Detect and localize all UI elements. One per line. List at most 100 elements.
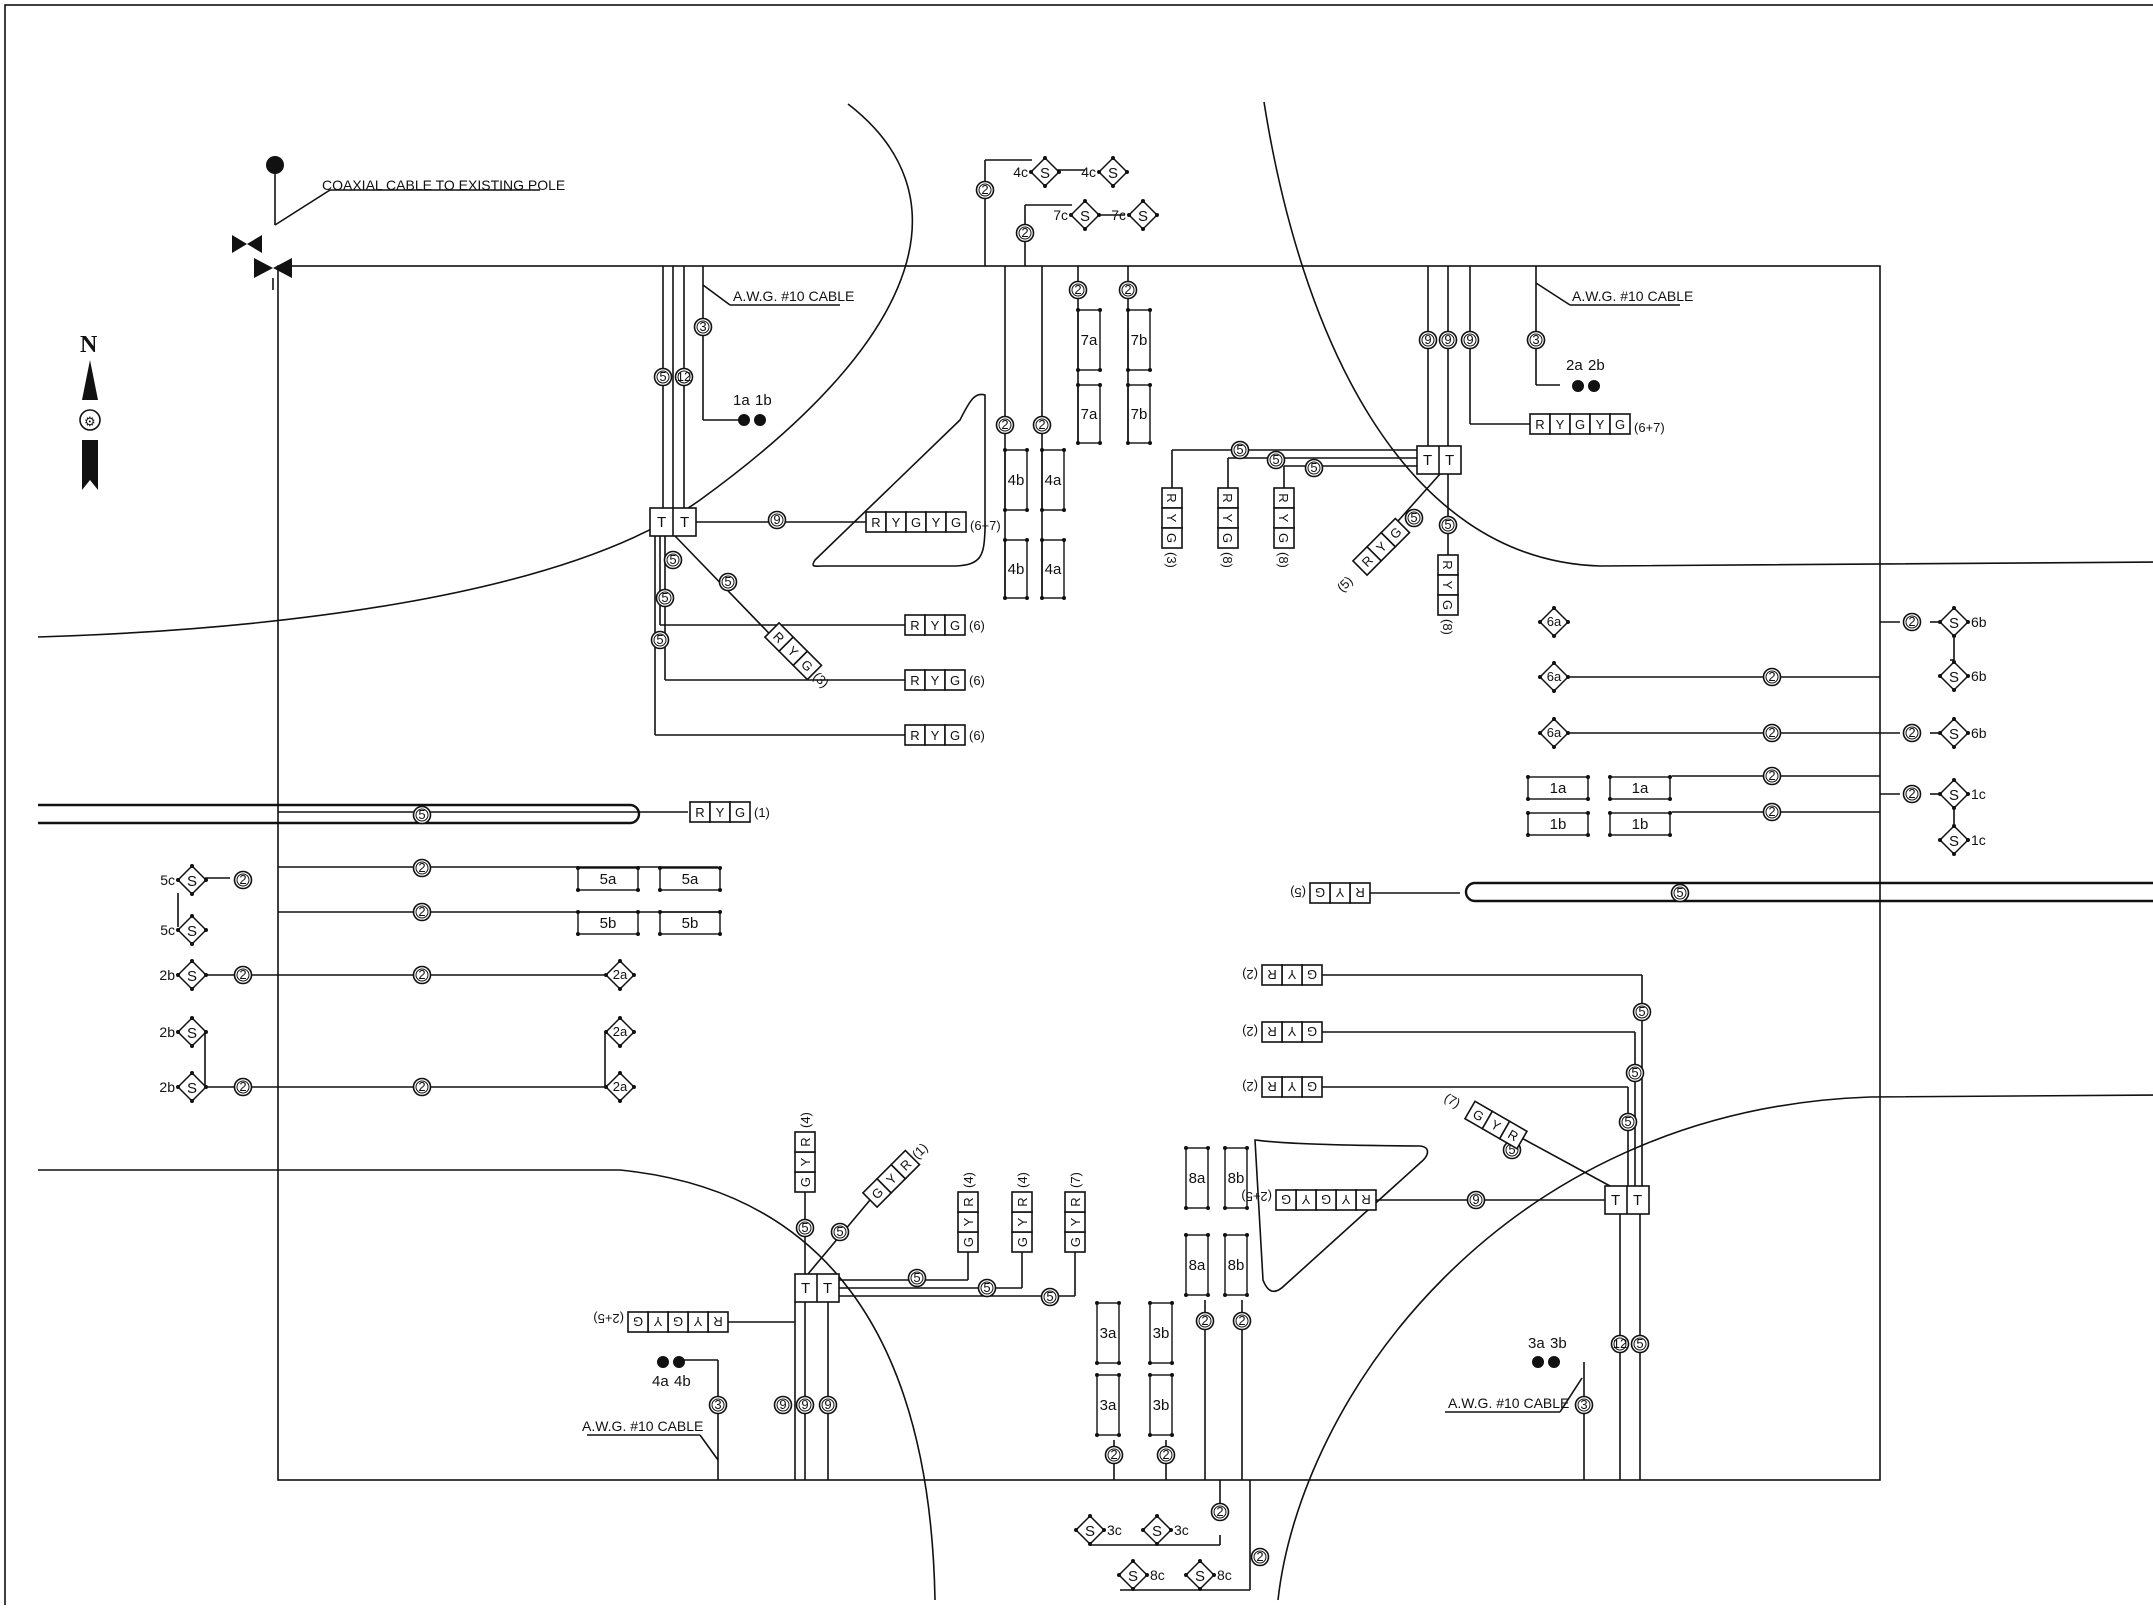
cable-count-text: 9 [773, 512, 780, 527]
signal-lens-letter: R [1267, 1024, 1276, 1039]
detector-loop [1609, 812, 1671, 836]
signal-head: GYR(7) [1442, 1090, 1529, 1150]
sensor-point [1155, 1514, 1159, 1518]
sensor-symbol: S [1138, 208, 1148, 225]
sensor-point [604, 973, 608, 977]
detector-loop [1077, 384, 1101, 444]
detector-label: 5a [600, 871, 617, 888]
signal-lens [1217, 527, 1239, 549]
cable-count-ring [711, 1398, 725, 1412]
signal-lens [944, 724, 966, 746]
cable-count-ring [1463, 333, 1477, 347]
cable-count-text: 2 [1021, 225, 1028, 240]
detector-label: 1a [1632, 780, 1649, 797]
loop-corner [1668, 811, 1672, 815]
loop-corner [576, 866, 580, 870]
loop-corner [1095, 1373, 1099, 1377]
sensor-point [1552, 745, 1556, 749]
signal-lens-letter: Y [1335, 885, 1344, 900]
cable-count-ring [1765, 805, 1779, 819]
signal-phase-label: (2+5) [1241, 1189, 1272, 1204]
signal-lens [794, 1131, 816, 1153]
signal-phase-label: (2) [1242, 1024, 1258, 1039]
loop-corner [1040, 538, 1044, 542]
detector-label: 8a [1189, 1170, 1206, 1187]
sensor-label: 3c [1107, 1522, 1122, 1538]
cable-count-text: 2 [1768, 768, 1775, 783]
sensor-point [1083, 227, 1087, 231]
loop-corner [1586, 833, 1590, 837]
detector-label: 7b [1131, 332, 1148, 349]
signal-lens-letter: Y [693, 1314, 702, 1329]
svg-text:T: T [1445, 452, 1454, 469]
loop-corner [1184, 1206, 1188, 1210]
loop-corner [658, 866, 662, 870]
signal-lens [792, 650, 823, 681]
cable-count-ring [910, 1271, 924, 1285]
cable-count-text: 2 [1768, 725, 1775, 740]
loop-corner [1223, 1146, 1227, 1150]
cable-count-text: 3 [699, 319, 706, 334]
detector-loop [1224, 1234, 1248, 1296]
detector-loop [1004, 449, 1028, 511]
nw-controller: T T [649, 507, 697, 537]
cable-count-ring [1035, 418, 1049, 432]
cable-count-ring [1307, 461, 1321, 475]
loop-corner [1206, 1206, 1210, 1210]
cable-count-text: 5 [724, 574, 731, 589]
signal-lens-letter: R [1535, 417, 1544, 432]
sensor-label: 3c [1174, 1522, 1189, 1538]
signal-lens-letter: G [1307, 1024, 1317, 1039]
pushbutton-pair-2a-2b: 2a 2b [1566, 357, 1605, 392]
loop-corner [1126, 441, 1130, 445]
cable-count-text: 5 [913, 1270, 920, 1285]
loop-corner [1223, 1233, 1227, 1237]
cable-count-ring [776, 1398, 790, 1412]
detector-label: 5a [682, 871, 699, 888]
sensor-point [1938, 674, 1942, 678]
sw-controller: T T [794, 1273, 840, 1303]
sensor-point [190, 864, 194, 868]
loop-corner [1025, 596, 1029, 600]
signal-lens-letter: G [798, 1177, 813, 1187]
sensor-point [618, 1099, 622, 1103]
loop-corner [1668, 833, 1672, 837]
signal-lens-letter: Y [931, 728, 940, 743]
detector-label: 7b [1131, 406, 1148, 423]
signal-head: GYR(2) [1242, 1021, 1323, 1043]
cable-count-text: 5 [1272, 452, 1279, 467]
loop-corner [1025, 538, 1029, 542]
loop-corner [1608, 797, 1612, 801]
loop-corner [1148, 1301, 1152, 1305]
sensor-label: 6b [1971, 668, 1987, 684]
signal-head: GYR(4) [957, 1172, 979, 1253]
detector-label: 4b [1008, 561, 1025, 578]
main-cable-loop [277, 265, 1881, 1481]
sensor-point [204, 1030, 208, 1034]
sensor-symbol: S [1080, 208, 1090, 225]
signal-lens-letter: Y [1287, 967, 1296, 982]
cable-count-text: 12 [1613, 1336, 1627, 1351]
signal-lens [944, 669, 966, 691]
signal-lens-letter: R [1015, 1197, 1030, 1206]
loop-corner [1040, 448, 1044, 452]
detector-label: 4a [1045, 472, 1062, 489]
cable-count-ring [1107, 1448, 1121, 1462]
detector-loop [1185, 1234, 1209, 1296]
sensor-point [1131, 1559, 1135, 1563]
pushbutton-pair-4a-4b: 4a 4b [652, 1356, 691, 1390]
loop-corner [1184, 1293, 1188, 1297]
cable-count-ring [1235, 1314, 1249, 1328]
signal-lens-letter: Y [1301, 1192, 1310, 1207]
sensor-point [1966, 838, 1970, 842]
sensor-point [190, 1071, 194, 1075]
sensor-symbol: S [1152, 1523, 1162, 1540]
cable-count-ring [978, 183, 992, 197]
loop-corner [658, 888, 662, 892]
signal-lens [1437, 594, 1459, 616]
cable-count-text: 2 [1238, 1313, 1245, 1328]
cable-count-text: 2 [981, 182, 988, 197]
sensor-point [1074, 1528, 1078, 1532]
